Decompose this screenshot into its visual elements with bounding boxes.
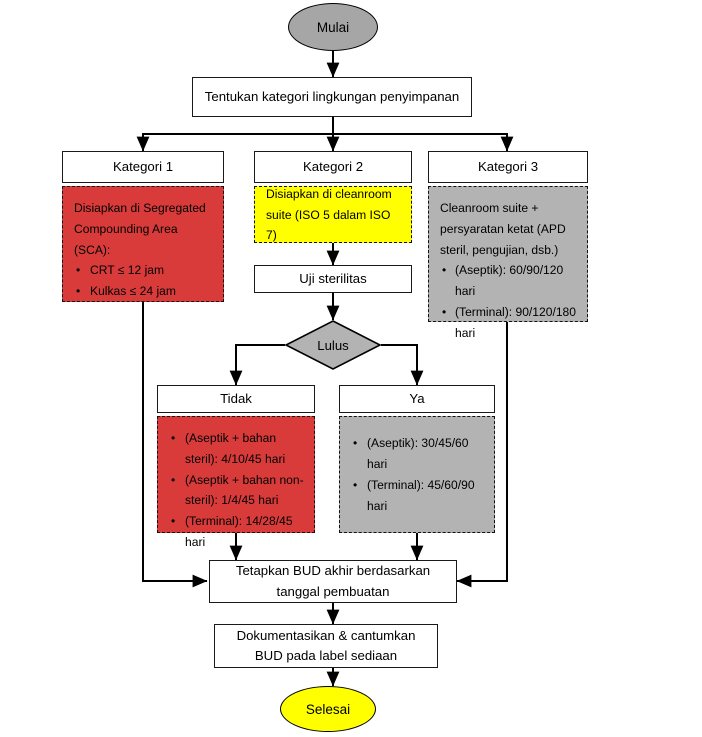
panel-branch-tidak-detail: (Aseptik + bahan steril): 4/10/45 hari (…	[157, 416, 315, 549]
panel-branch-tidak-bullets: (Aseptik + bahan steril): 4/10/45 hari (…	[169, 428, 304, 553]
node-sterility-test-label: Uji sterilitas	[299, 270, 367, 286]
node-branch-ya[interactable]: Ya	[339, 385, 495, 413]
node-kategori-1[interactable]: Kategori 1	[62, 151, 224, 183]
node-branch-tidak-label: Tidak	[220, 390, 252, 406]
list-item: (Aseptik): 30/45/60 hari	[351, 433, 484, 475]
node-end-label: Selesai	[305, 701, 351, 717]
node-set-bud-label: Tetapkan BUD akhir berdasarkan tanggal p…	[235, 563, 431, 599]
node-document-bud[interactable]: Dokumentasikan & cantumkan BUD pada labe…	[214, 624, 438, 668]
node-kategori-3-label: Kategori 3	[477, 158, 539, 174]
list-item: (Aseptik): 60/90/120 hari	[440, 260, 577, 302]
panel-kategori-3-heading: Cleanroom suite + persyaratan ketat (APD…	[440, 201, 566, 257]
node-determine-category[interactable]: Tentukan kategori lingkungan penyimpanan	[192, 77, 472, 117]
node-branch-tidak[interactable]: Tidak	[157, 385, 315, 413]
list-item: CRT ≤ 12 jam	[74, 260, 213, 281]
node-start-label: Mulai	[316, 19, 350, 35]
node-decision-label: Lulus	[317, 337, 349, 353]
diamond-shape	[285, 320, 381, 370]
panel-kategori-3-detail: Cleanroom suite + persyaratan ketat (APD…	[428, 186, 588, 340]
list-item: (Terminal): 14/28/45 hari	[169, 511, 304, 553]
node-set-bud[interactable]: Tetapkan BUD akhir berdasarkan tanggal p…	[209, 560, 457, 603]
panel-branch-ya-bullets: (Aseptik): 30/45/60 hari (Terminal): 45/…	[351, 433, 484, 516]
node-branch-ya-label: Ya	[409, 390, 425, 406]
node-start-mulai[interactable]: Mulai	[288, 3, 378, 51]
panel-kategori-1-bullets: CRT ≤ 12 jam Kulkas ≤ 24 jam	[74, 260, 213, 302]
panel-kategori-2-detail: Disiapkan di cleanroom suite (ISO 5 dala…	[254, 186, 412, 243]
list-item: (Terminal): 90/120/180 hari	[440, 302, 577, 344]
node-kategori-1-label: Kategori 1	[112, 158, 174, 174]
list-item: (Terminal): 45/60/90 hari	[351, 475, 484, 517]
node-document-bud-label: Dokumentasikan & cantumkan BUD pada labe…	[236, 627, 416, 663]
panel-kategori-3-bullets: (Aseptik): 60/90/120 hari (Terminal): 90…	[440, 260, 577, 343]
node-determine-label: Tentukan kategori lingkungan penyimpanan	[204, 88, 460, 104]
node-decision-lulus[interactable]: Lulus	[285, 320, 381, 370]
panel-kategori-1-heading: Disiapkan di Segregated Compounding Area…	[74, 201, 206, 257]
list-item: (Aseptik + bahan steril): 4/10/45 hari	[169, 428, 304, 470]
panel-kategori-2-heading: Disiapkan di cleanroom suite (ISO 5 dala…	[266, 186, 392, 243]
node-end-selesai[interactable]: Selesai	[280, 686, 376, 732]
node-kategori-2[interactable]: Kategori 2	[254, 151, 412, 183]
panel-branch-ya-detail: (Aseptik): 30/45/60 hari (Terminal): 45/…	[339, 416, 495, 533]
node-kategori-3[interactable]: Kategori 3	[428, 151, 588, 183]
list-item: (Aseptik + bahan non-steril): 1/4/45 har…	[169, 470, 304, 512]
node-kategori-2-label: Kategori 2	[302, 158, 364, 174]
node-sterility-test[interactable]: Uji sterilitas	[254, 265, 412, 293]
list-item: Kulkas ≤ 24 jam	[74, 281, 213, 302]
panel-kategori-1-detail: Disiapkan di Segregated Compounding Area…	[62, 186, 224, 302]
